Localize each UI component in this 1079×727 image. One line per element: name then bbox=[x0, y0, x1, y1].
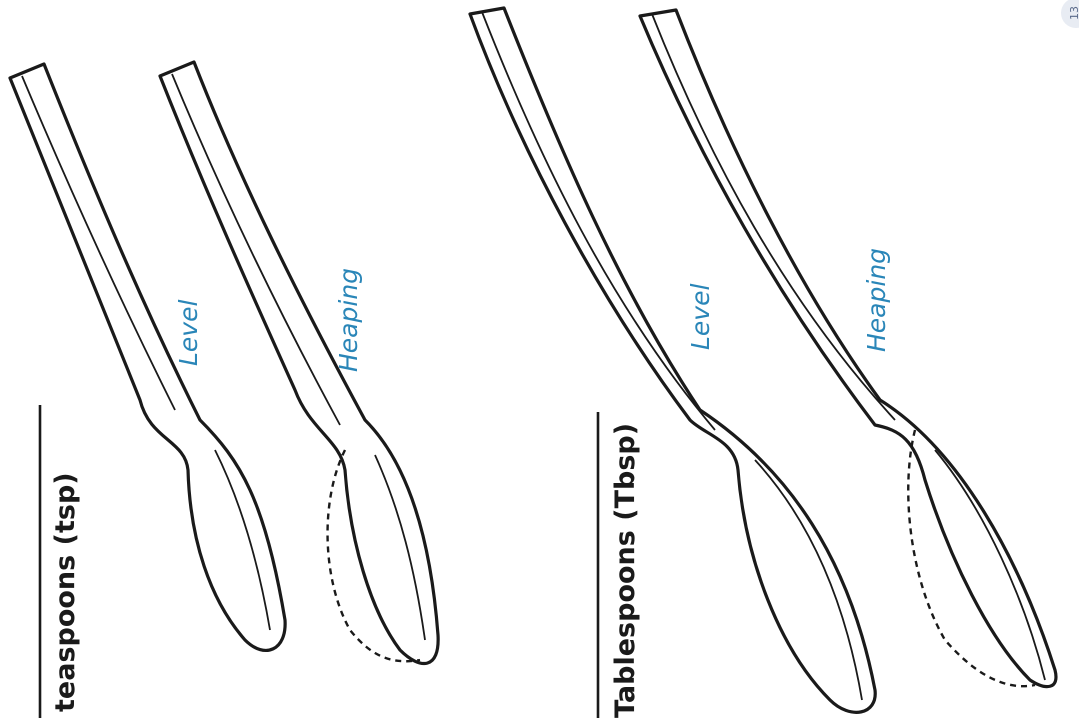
tablespoon-level bbox=[470, 8, 875, 712]
page-number: 13 bbox=[1068, 6, 1079, 20]
tablespoon-level-label: Level bbox=[686, 284, 715, 350]
tablespoon-heaping-label: Heaping bbox=[862, 248, 891, 352]
tablespoons-heading: Tablespoons (Tbsp) bbox=[610, 423, 641, 718]
teaspoon-level-label: Level bbox=[174, 300, 203, 366]
teaspoons-heading: teaspoons (tsp) bbox=[50, 472, 81, 712]
teaspoon-heaping-label: Heaping bbox=[334, 268, 363, 372]
